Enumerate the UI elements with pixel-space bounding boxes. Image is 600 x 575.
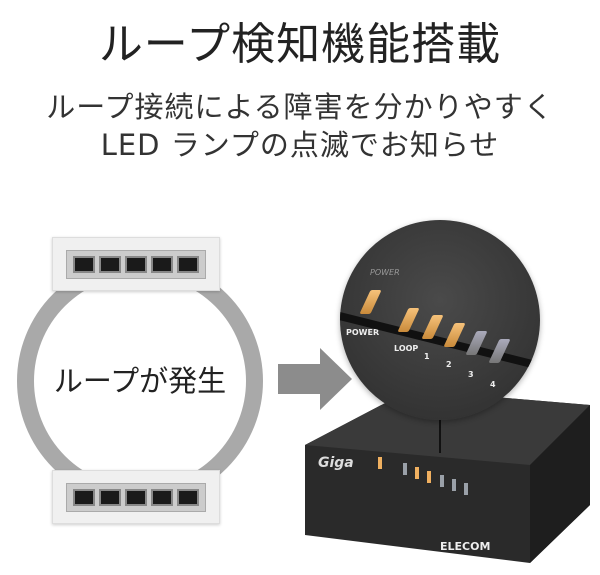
led-zoom-view: POWER POWER LOOP 1 2 3 4: [340, 220, 540, 420]
switch-device: [305, 390, 590, 563]
hub-top: [52, 237, 220, 291]
arrow-right-icon: [278, 348, 352, 410]
port-label-2: 2: [446, 360, 452, 369]
subtitle-line-2: LED ランプの点滅でお知らせ: [100, 128, 500, 162]
port-label-1: 1: [424, 352, 430, 361]
hub-bottom: [52, 470, 220, 524]
power-label: POWER: [346, 328, 380, 337]
led-loop: [397, 308, 420, 332]
port-label-3: 3: [468, 370, 474, 379]
led-power: [359, 290, 382, 314]
page-title: ループ検知機能搭載: [98, 19, 502, 70]
loop-label-device: LOOP: [394, 344, 419, 353]
subtitle-line-1: ループ接続による障害を分かりやすく: [46, 90, 554, 124]
brand-logo: ELECOM: [440, 540, 491, 553]
led-port-1: [421, 315, 444, 339]
series-logo: Giga: [318, 455, 354, 471]
port-label-4: 4: [490, 380, 496, 389]
loop-label: ループが発生: [53, 364, 227, 398]
power-label-top: POWER: [370, 268, 400, 277]
